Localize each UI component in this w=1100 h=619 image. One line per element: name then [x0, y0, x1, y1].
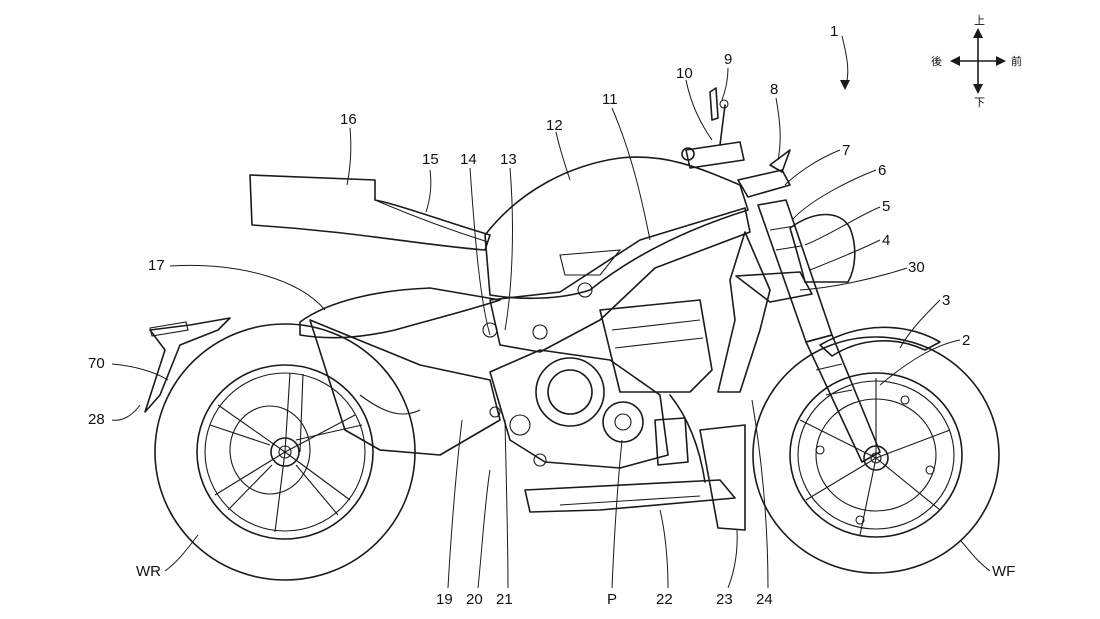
label-30: 30	[908, 259, 925, 276]
rear-wheel	[154, 323, 416, 581]
label-11: 11	[602, 91, 618, 108]
front-cowl	[789, 213, 856, 283]
assembly-arrow-head	[840, 80, 850, 90]
direction-front-label: 前	[1011, 54, 1022, 68]
label-2: 2	[962, 332, 970, 349]
tail-section	[299, 287, 501, 339]
label-70: 70	[88, 355, 105, 372]
label-8: 8	[770, 81, 778, 98]
frame-downtube	[717, 231, 771, 393]
direction-down-label: 下	[974, 96, 985, 109]
label-21: 21	[496, 591, 513, 608]
engine	[482, 282, 713, 469]
leader-lines	[111, 35, 991, 589]
label-WR: WR	[136, 563, 161, 580]
label-28: 28	[88, 411, 105, 428]
direction-up-label: 上	[974, 14, 985, 27]
label-22: 22	[656, 591, 673, 608]
label-19: 19	[436, 591, 453, 608]
label-9: 9	[724, 51, 732, 68]
direction-rear-label: 後	[931, 54, 942, 68]
label-16: 16	[340, 111, 357, 128]
swingarm	[309, 319, 501, 456]
radiator-shroud	[735, 271, 813, 303]
label-P: P	[607, 591, 617, 608]
label-10: 10	[676, 65, 693, 82]
fuel-tank	[484, 156, 749, 300]
reference-labels: 1 2 3 4 5 6 7 8 9 10 11 12 13 14 15 16 1…	[88, 23, 1015, 608]
radiator	[699, 424, 746, 531]
label-17: 17	[148, 257, 165, 274]
label-15: 15	[422, 151, 439, 168]
label-WF: WF	[992, 563, 1015, 580]
label-12: 12	[546, 117, 563, 134]
label-1: 1	[830, 23, 838, 40]
label-4: 4	[882, 232, 890, 249]
label-20: 20	[466, 591, 483, 608]
label-23: 23	[716, 591, 733, 608]
label-5: 5	[882, 198, 890, 215]
main-frame	[489, 207, 751, 353]
handlebar-assembly	[681, 87, 791, 198]
label-3: 3	[942, 292, 950, 309]
direction-indicator: 上 後 前 下	[931, 14, 1022, 109]
label-7: 7	[842, 142, 850, 159]
label-24: 24	[756, 591, 773, 608]
rear-fender	[144, 317, 231, 413]
rear-seat-cowl	[249, 174, 491, 251]
label-13: 13	[500, 151, 517, 168]
front-fork	[757, 199, 881, 463]
label-6: 6	[878, 162, 886, 179]
front-wheel	[752, 336, 1000, 574]
exhaust-pipe	[524, 479, 736, 513]
label-14: 14	[460, 151, 477, 168]
front-fender	[819, 326, 941, 357]
